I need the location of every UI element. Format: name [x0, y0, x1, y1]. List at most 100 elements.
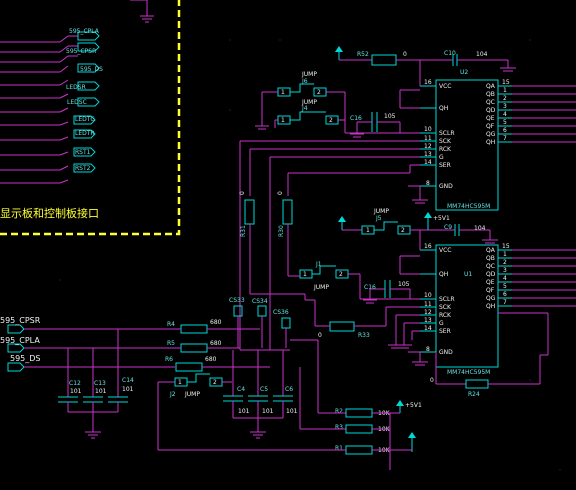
value-c12: 101: [70, 388, 82, 395]
svg-text:4: 4: [503, 111, 507, 118]
svg-text:GND: GND: [439, 349, 453, 356]
capacitor-c16-top: [357, 112, 401, 133]
interface-board-outline: [0, 0, 181, 236]
label-r6: R6: [165, 356, 173, 363]
svg-text:SER: SER: [439, 328, 451, 335]
svg-text:SER: SER: [439, 162, 451, 169]
svg-text:QE: QE: [486, 279, 495, 286]
value-c10: 104: [476, 51, 488, 58]
resistor-r30: [282, 199, 293, 225]
value-c4: 101: [238, 408, 250, 415]
resistor-r31: [244, 199, 255, 225]
value-r6: 680: [205, 356, 217, 363]
label-cs33: CS33: [229, 297, 245, 304]
resistor-r5: [180, 343, 208, 353]
svg-text:QD: QD: [486, 107, 496, 114]
net-port-ledtr: LEDTR: [73, 129, 96, 139]
resistor-r1: [345, 445, 373, 455]
capacitor-c5: [248, 350, 268, 418]
svg-text:SCK: SCK: [439, 304, 452, 311]
svg-text:6: 6: [503, 291, 507, 298]
vcc-arrow-5v1-bottom: [396, 400, 404, 413]
net-label-595-cpla: 595_CPLA: [69, 28, 100, 35]
net-port-ledsc: LEDSC: [67, 97, 100, 107]
svg-text:QG: QG: [486, 131, 496, 138]
vcc-arrow-mid: [338, 216, 346, 230]
svg-text:QB: QB: [486, 255, 495, 262]
connector-cs34: CS34: [252, 298, 268, 348]
svg-text:8: 8: [426, 346, 430, 353]
ground-symbol: [130, 0, 154, 23]
label-r3: R3: [335, 424, 343, 431]
vcc-arrow-top: [335, 46, 343, 60]
svg-text:QC: QC: [486, 263, 495, 270]
resistor-r4: [180, 324, 208, 334]
label-c10: C10: [444, 50, 456, 57]
svg-text:16: 16: [424, 243, 432, 250]
value-c16-top: 105: [384, 113, 396, 120]
net-label-rst2: RST2: [75, 165, 91, 172]
svg-text:SCLR: SCLR: [439, 130, 455, 137]
svg-text:11: 11: [424, 301, 432, 308]
svg-text:2: 2: [339, 271, 343, 278]
svg-text:2: 2: [329, 117, 333, 124]
input-label-595-ds: 595_DS: [10, 354, 41, 363]
label-r1: R1: [335, 445, 343, 452]
svg-text:1: 1: [281, 89, 285, 96]
signal-routing: [239, 140, 420, 350]
svg-text:4: 4: [503, 275, 507, 282]
svg-text:QB: QB: [486, 91, 495, 98]
svg-text:1: 1: [366, 227, 370, 234]
label-5v1-bottom: +5V1: [405, 402, 422, 409]
svg-text:15: 15: [502, 243, 510, 250]
svg-text:2: 2: [503, 259, 507, 266]
value-c6: 101: [286, 408, 298, 415]
interface-bus: [0, 35, 69, 184]
capacitor-c4: [223, 350, 243, 418]
input-port-595-ds: 595_DS: [7, 354, 175, 372]
svg-text:13: 13: [424, 317, 432, 324]
net-label-ledsr: LEDSR: [66, 84, 86, 91]
net-label-ledtr: LEDTR: [75, 130, 95, 137]
net-port-595-cpla: 595_CPLA: [68, 28, 100, 41]
value-c9: 104: [474, 225, 486, 232]
value-c14: 101: [122, 386, 134, 393]
net-label-rst1: RST1: [75, 149, 91, 156]
svg-text:VCC: VCC: [439, 247, 451, 254]
net-port-595-ds: 595_DS: [68, 55, 103, 73]
net-label-595-ds: 595_DS: [80, 66, 103, 73]
label-5v1-mid: +5V1: [433, 215, 450, 222]
label-r30: R30: [278, 225, 285, 237]
label-j6-type: JUMP: [301, 71, 317, 78]
svg-text:6: 6: [503, 127, 507, 134]
svg-text:QE: QE: [486, 115, 495, 122]
label-j4-type: JUMP: [301, 99, 317, 106]
svg-text:14: 14: [424, 159, 432, 166]
label-j2: J2: [169, 391, 176, 398]
value-c13: 101: [95, 388, 107, 395]
svg-text:5: 5: [503, 119, 507, 126]
label-j2-type: JUMP: [184, 391, 200, 398]
label-r52: R52: [357, 51, 369, 58]
svg-text:11: 11: [424, 135, 432, 142]
capacitor-c12: [58, 348, 78, 412]
net-port-595-cpsr: 595_CPSR: [66, 42, 100, 55]
label-c5: C5: [260, 386, 268, 393]
value-r52: 0: [403, 51, 407, 58]
svg-text:3: 3: [503, 103, 507, 110]
grid-dots: [59, 39, 561, 471]
svg-text:QF: QF: [486, 287, 495, 294]
label-j6: J6: [301, 78, 308, 85]
net-label-ledsc: LEDSC: [67, 99, 87, 106]
label-j4: J4: [301, 105, 308, 112]
label-c16-bottom: C16: [364, 284, 376, 291]
capacitor-c9: [444, 224, 490, 236]
svg-text:12: 12: [424, 309, 432, 316]
value-r4: 680: [210, 319, 222, 326]
input-label-595-cpsr: 595_CPSR: [0, 316, 41, 325]
svg-text:7: 7: [503, 299, 507, 306]
svg-text:VCC: VCC: [439, 83, 451, 90]
